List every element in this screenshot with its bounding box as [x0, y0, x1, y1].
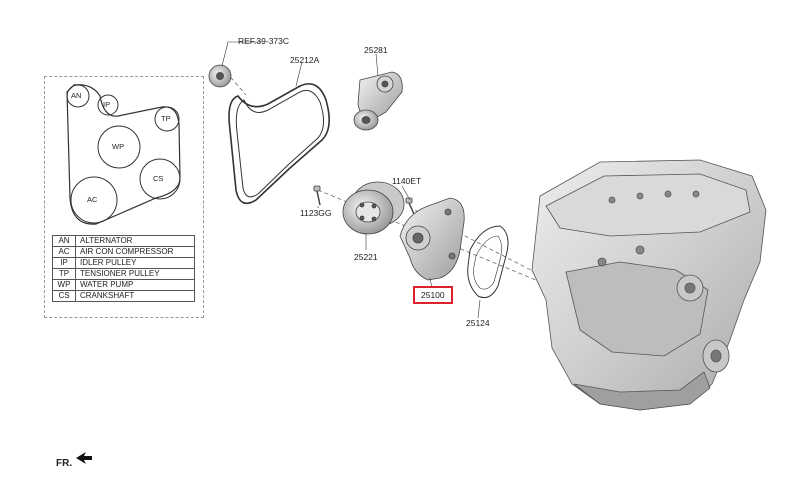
legend-name: AIR CON COMPRESSOR: [75, 246, 195, 258]
belt-routing-legend-box: [44, 76, 204, 318]
legend-code: WP: [52, 279, 76, 291]
legend-name: CRANKSHAFT: [75, 290, 195, 302]
routing-belt-path: [66, 84, 181, 225]
callout-1140et[interactable]: 1140ET: [392, 176, 422, 186]
callout-25100-highlighted[interactable]: 25100: [413, 286, 453, 304]
pulley-label-cs: CS: [153, 174, 164, 183]
gasket-drawing: [467, 225, 509, 299]
legend-name: WATER PUMP: [75, 279, 195, 291]
legend-row: AN ALTERNATOR: [52, 235, 195, 247]
legend-name: TENSIONER PULLEY: [75, 268, 195, 280]
legend-row: AC AIR CON COMPRESSOR: [52, 246, 195, 258]
front-arrow-icon: [76, 452, 92, 464]
water-pump-pulley-drawing: [342, 181, 405, 235]
callout-25281[interactable]: 25281: [364, 45, 388, 55]
belt-routing-diagram: [66, 84, 181, 225]
water-pump-drawing: [399, 197, 465, 281]
engine-drawing: [531, 159, 767, 411]
pulley-label-ac: AC: [87, 195, 98, 204]
pulley-label-wp: WP: [112, 142, 125, 151]
legend-row: IP IDLER PULLEY: [52, 257, 195, 269]
legend-code: AN: [52, 235, 76, 247]
drive-belt-drawing: [228, 83, 330, 205]
tensioner-drawing: [353, 71, 403, 131]
pulley-ip-circle: [97, 94, 119, 116]
callout-25212a[interactable]: 25212A: [290, 55, 320, 65]
front-direction-label: FR.: [56, 458, 73, 469]
legend-row: CS CRANKSHAFT: [52, 290, 195, 302]
legend-name: IDLER PULLEY: [75, 257, 195, 269]
callout-25221[interactable]: 25221: [354, 252, 378, 262]
legend-code: IP: [52, 257, 76, 269]
callout-1123gg[interactable]: 1123GG: [300, 208, 332, 218]
pulley-label-tp: TP: [161, 114, 171, 123]
pulley-wp-circle: [97, 125, 141, 169]
legend-code: AC: [52, 246, 76, 258]
callout-25124[interactable]: 25124: [466, 318, 490, 328]
pulley-ac-circle: [70, 176, 118, 224]
pulley-legend-table: AN ALTERNATOR AC AIR CON COMPRESSOR IP I…: [52, 235, 195, 302]
legend-code: TP: [52, 268, 76, 280]
legend-code: CS: [52, 290, 76, 302]
leader-lines: [221, 41, 481, 319]
legend-row: TP TENSIONER PULLEY: [52, 268, 195, 280]
pulley-label-ip: IP: [103, 100, 111, 109]
legend-name: ALTERNATOR: [75, 235, 195, 247]
ref-pulley-drawing: [208, 64, 232, 88]
ref-label: REF.39-373C: [238, 36, 290, 46]
pulley-label-an: AN: [71, 91, 82, 100]
legend-row: WP WATER PUMP: [52, 279, 195, 291]
